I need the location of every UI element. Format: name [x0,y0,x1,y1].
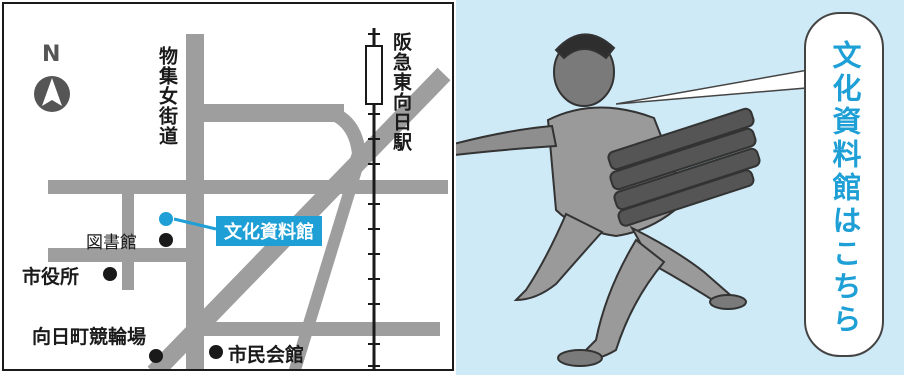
road-left-vertical [122,190,134,290]
city-hall-dot-icon [103,267,117,281]
road-main [48,180,448,194]
museum-highlight-label: 文化資料館 [216,216,322,246]
road-lower [200,322,440,336]
velodrome-dot-icon [149,349,163,363]
street-label: 物集女街道 [156,46,178,146]
library-dot-icon [159,233,173,247]
civic-hall-label: 市民会館 [228,344,305,366]
civic-hall-dot-icon [209,345,223,359]
library-label: 図書館 [86,233,137,253]
station-marker [365,45,383,105]
callout-bubble: 文化資料館はこちら [804,12,884,357]
north-arrow-icon [34,76,70,112]
velodrome-label: 向日町競輪場 [32,326,147,348]
north-label: N [42,42,61,67]
railway-line [365,28,383,369]
station-label: 阪急東向日駅 [390,32,412,152]
road-curve [330,107,367,187]
map-panel: N 物集女街道 阪急東向日駅 文化資料館 図書館 市役所 向日町競輪場 市民会館 [2,2,454,371]
city-hall-label: 市役所 [22,266,80,288]
road-upper [194,104,344,122]
callout-text: 文化資料館はこちら [828,40,862,337]
road-map [34,28,451,369]
running-man-illustration [456,33,761,367]
museum-dot-icon [159,212,173,226]
museum-pointer [173,217,217,231]
